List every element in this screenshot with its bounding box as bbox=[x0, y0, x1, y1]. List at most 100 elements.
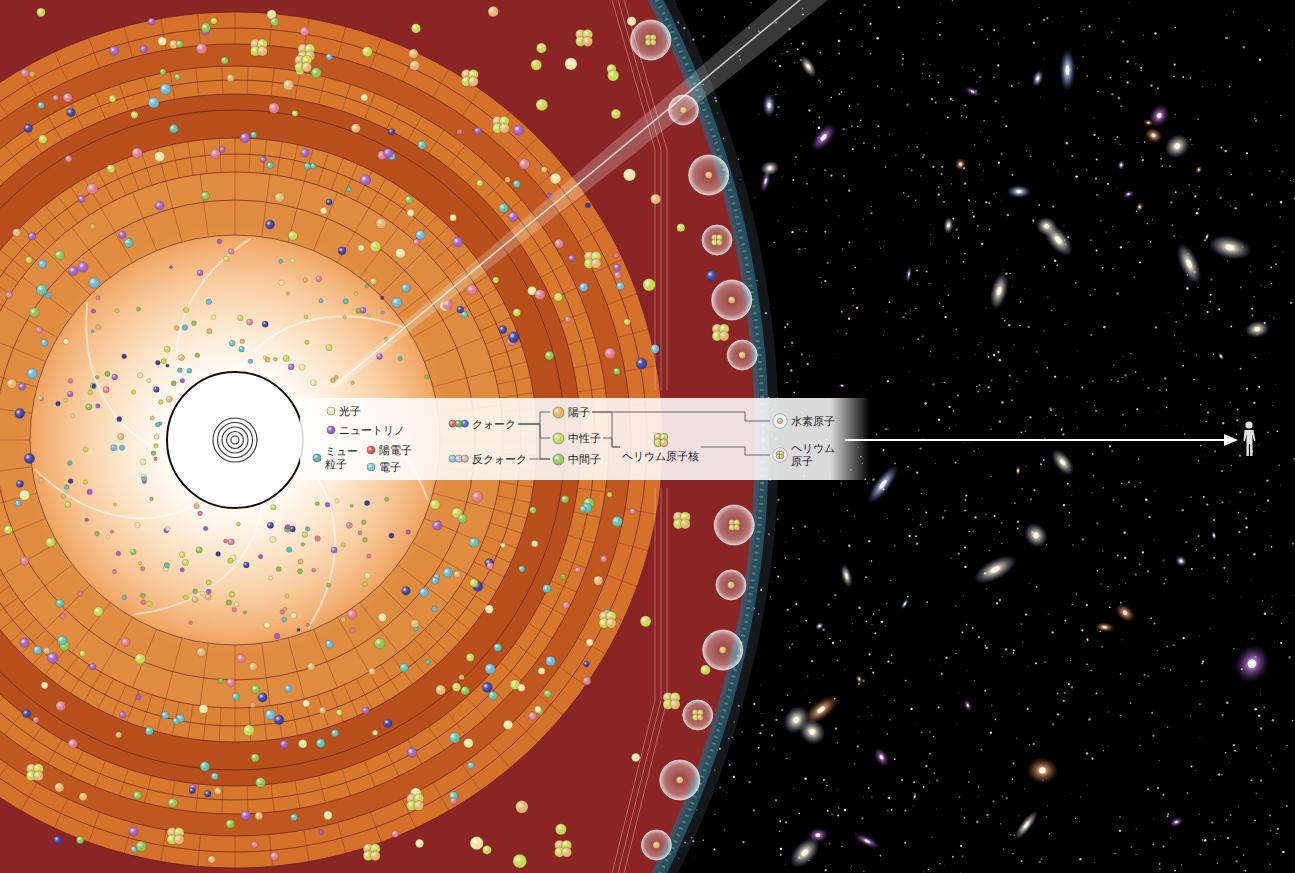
star bbox=[1025, 613, 1027, 615]
star bbox=[1045, 662, 1046, 663]
star bbox=[1238, 531, 1240, 533]
galaxy-halo bbox=[854, 674, 864, 685]
star bbox=[1217, 445, 1218, 446]
star bbox=[1064, 324, 1065, 325]
star bbox=[908, 168, 909, 169]
star bbox=[1133, 276, 1135, 278]
star bbox=[779, 820, 781, 822]
grid-spoke bbox=[0, 764, 8, 790]
star bbox=[1049, 407, 1051, 409]
grid-spoke bbox=[331, 158, 343, 190]
particle-shine bbox=[528, 712, 536, 720]
star bbox=[928, 283, 929, 284]
star bbox=[784, 326, 786, 328]
star bbox=[929, 223, 931, 225]
star bbox=[890, 580, 892, 582]
star bbox=[1153, 818, 1155, 820]
star bbox=[939, 3, 941, 5]
star bbox=[774, 567, 775, 568]
galaxy-core bbox=[815, 833, 820, 837]
star bbox=[935, 101, 937, 103]
star bbox=[988, 202, 990, 204]
star bbox=[1173, 644, 1175, 646]
star bbox=[850, 866, 852, 868]
galaxy-halo bbox=[1094, 621, 1115, 633]
star bbox=[771, 581, 773, 583]
star bbox=[935, 808, 937, 810]
star bbox=[1147, 570, 1149, 572]
galaxy bbox=[1143, 119, 1154, 127]
star bbox=[801, 353, 803, 355]
star bbox=[1266, 204, 1267, 205]
star bbox=[958, 237, 960, 239]
particle bbox=[350, 504, 353, 507]
star bbox=[1229, 175, 1231, 177]
star bbox=[1116, 292, 1118, 294]
star bbox=[780, 854, 782, 856]
particle bbox=[513, 125, 523, 135]
star bbox=[993, 801, 995, 803]
particle bbox=[543, 585, 551, 593]
star bbox=[797, 625, 799, 627]
galaxy bbox=[899, 597, 910, 610]
star bbox=[1096, 158, 1098, 160]
particle bbox=[90, 224, 95, 229]
particle-shine bbox=[227, 678, 236, 687]
star bbox=[1048, 613, 1049, 614]
star bbox=[995, 719, 996, 720]
star bbox=[964, 104, 966, 106]
star bbox=[996, 191, 998, 193]
particle-shine bbox=[482, 845, 491, 854]
star bbox=[964, 182, 966, 184]
star bbox=[1043, 58, 1044, 59]
star bbox=[1267, 843, 1269, 845]
star bbox=[1026, 150, 1027, 151]
star bbox=[748, 781, 750, 783]
star bbox=[1170, 837, 1171, 838]
star bbox=[964, 817, 966, 819]
star bbox=[1191, 143, 1193, 145]
star bbox=[1127, 73, 1129, 75]
particle bbox=[210, 149, 220, 159]
galaxy-core bbox=[1185, 258, 1193, 269]
star bbox=[1271, 283, 1272, 284]
star bbox=[944, 428, 946, 430]
star bbox=[918, 429, 919, 430]
star bbox=[1170, 669, 1172, 671]
star bbox=[857, 745, 859, 747]
particle-shine bbox=[331, 730, 338, 737]
star bbox=[1071, 686, 1073, 688]
star bbox=[725, 35, 727, 37]
particle bbox=[182, 559, 188, 565]
particle bbox=[60, 614, 66, 620]
galaxy-core bbox=[1220, 355, 1222, 358]
star bbox=[1001, 522, 1003, 524]
star bbox=[1145, 498, 1147, 500]
grid-spoke bbox=[188, 142, 193, 176]
star bbox=[1012, 175, 1013, 176]
particle bbox=[218, 678, 223, 683]
star bbox=[1223, 567, 1225, 569]
star bbox=[1159, 868, 1161, 870]
star bbox=[1128, 1, 1130, 3]
grid-spoke bbox=[235, 138, 236, 172]
star bbox=[1120, 105, 1122, 107]
star bbox=[1228, 95, 1230, 97]
galaxy-halo bbox=[1112, 600, 1138, 626]
star bbox=[1241, 595, 1243, 597]
particle bbox=[494, 643, 502, 651]
particle bbox=[68, 266, 78, 276]
star bbox=[1117, 554, 1119, 556]
star bbox=[1194, 770, 1196, 772]
star bbox=[955, 425, 957, 427]
galaxy bbox=[1122, 189, 1136, 200]
star bbox=[1119, 830, 1121, 832]
star bbox=[807, 689, 809, 691]
particle bbox=[27, 368, 37, 378]
star bbox=[821, 282, 822, 283]
star bbox=[1279, 464, 1280, 465]
star bbox=[848, 318, 850, 320]
star bbox=[851, 125, 853, 127]
particle bbox=[46, 538, 55, 547]
swirl bbox=[133, 507, 261, 615]
